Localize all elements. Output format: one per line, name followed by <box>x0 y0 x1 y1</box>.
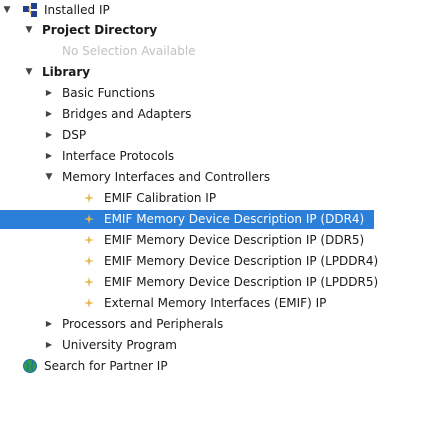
tree-leaf-ip-selected[interactable]: EMIF Memory Device Description IP (DDR4) <box>0 209 422 229</box>
ip-leaf-label: EMIF Memory Device Description IP (LPDDR… <box>104 275 379 289</box>
search-partner-ip-label: Search for Partner IP <box>44 359 168 373</box>
chevron-right-icon[interactable]: ▶ <box>45 319 53 328</box>
chevron-down-icon[interactable]: ▼ <box>45 172 53 182</box>
chevron-down-icon[interactable]: ▼ <box>3 5 11 15</box>
ip-leaf-label: EMIF Memory Device Description IP (LPDDR… <box>104 254 379 268</box>
tree-item-search-partner-ip[interactable]: Search for Partner IP <box>0 356 422 376</box>
tree-item-library[interactable]: ▼ Library <box>0 62 422 82</box>
globe-icon <box>23 359 37 373</box>
category-label: Memory Interfaces and Controllers <box>62 170 271 184</box>
chevron-right-icon[interactable]: ▶ <box>45 151 53 160</box>
chevron-right-icon[interactable]: ▶ <box>45 130 53 139</box>
chevron-right-icon[interactable]: ▶ <box>45 88 53 97</box>
ip-component-icon <box>84 235 94 245</box>
ip-leaf-label: EMIF Memory Device Description IP (DDR4) <box>104 212 365 226</box>
ip-leaf-label: External Memory Interfaces (EMIF) IP <box>104 296 327 310</box>
tree-item-memory-interfaces[interactable]: ▼ Memory Interfaces and Controllers <box>0 167 422 187</box>
category-label: Processors and Peripherals <box>62 317 224 331</box>
selection-highlight <box>0 210 374 229</box>
tree-item-basic-functions[interactable]: ▶ Basic Functions <box>0 83 422 103</box>
project-directory-label: Project Directory <box>42 23 158 37</box>
tree-leaf-ip[interactable]: EMIF Memory Device Description IP (LPDDR… <box>0 251 422 271</box>
tree-leaf-ip[interactable]: EMIF Memory Device Description IP (LPDDR… <box>0 272 422 292</box>
ip-component-icon <box>84 193 94 203</box>
category-label: Interface Protocols <box>62 149 175 163</box>
tree-leaf-ip[interactable]: External Memory Interfaces (EMIF) IP <box>0 293 422 313</box>
tree-item-university-program[interactable]: ▶ University Program <box>0 335 422 355</box>
installed-ip-icon <box>23 3 37 17</box>
empty-placeholder-text: No Selection Available <box>62 44 196 58</box>
category-label: University Program <box>62 338 177 352</box>
tree-leaf-ip[interactable]: EMIF Memory Device Description IP (DDR5) <box>0 230 422 250</box>
chevron-right-icon[interactable]: ▶ <box>45 109 53 118</box>
tree-root-installed-ip[interactable]: ▼ Installed IP <box>0 0 422 20</box>
ip-component-icon <box>84 214 94 224</box>
ip-component-icon <box>84 298 94 308</box>
category-label: DSP <box>62 128 87 142</box>
tree-item-interface-protocols[interactable]: ▶ Interface Protocols <box>0 146 422 166</box>
tree-leaf-ip[interactable]: EMIF Calibration IP <box>0 188 422 208</box>
ip-leaf-label: EMIF Calibration IP <box>104 191 217 205</box>
tree-item-project-directory[interactable]: ▼ Project Directory <box>0 20 422 40</box>
ip-component-icon <box>84 277 94 287</box>
tree-root-label: Installed IP <box>44 3 110 17</box>
project-directory-empty: No Selection Available <box>0 41 422 61</box>
category-label: Basic Functions <box>62 86 155 100</box>
tree-item-processors-peripherals[interactable]: ▶ Processors and Peripherals <box>0 314 422 334</box>
tree-item-bridges-adapters[interactable]: ▶ Bridges and Adapters <box>0 104 422 124</box>
ip-leaf-label: EMIF Memory Device Description IP (DDR5) <box>104 233 365 247</box>
ip-component-icon <box>84 256 94 266</box>
tree-item-dsp[interactable]: ▶ DSP <box>0 125 422 145</box>
chevron-down-icon[interactable]: ▼ <box>25 67 33 77</box>
chevron-right-icon[interactable]: ▶ <box>45 340 53 349</box>
chevron-down-icon[interactable]: ▼ <box>25 25 33 35</box>
library-label: Library <box>42 65 91 79</box>
category-label: Bridges and Adapters <box>62 107 192 121</box>
